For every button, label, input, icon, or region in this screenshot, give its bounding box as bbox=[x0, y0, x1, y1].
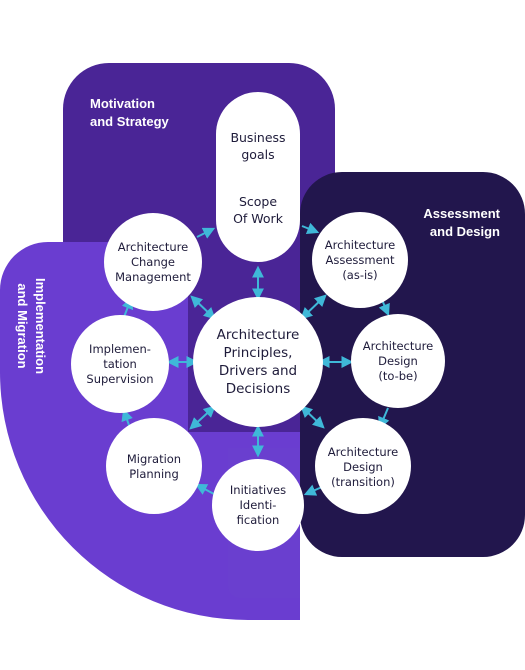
initiatives-label: Initiatives Identi- fication bbox=[229, 482, 287, 527]
assessment-as-is-label: Architecture Assessment (as-is) bbox=[324, 237, 396, 282]
node-design-to-be bbox=[351, 314, 445, 408]
arrow-initiatives-to-migration bbox=[194, 483, 215, 495]
arrow-change-to-scope bbox=[196, 227, 216, 239]
implementation-region-label: Implementation and Migration bbox=[15, 277, 48, 375]
node-design-transition bbox=[315, 418, 411, 514]
node-implementation-supervision bbox=[71, 315, 169, 413]
arrow-center-change bbox=[190, 295, 216, 320]
migration-planning-label: Migration Planning bbox=[126, 452, 182, 481]
nodes bbox=[71, 212, 445, 551]
node-assessment-as-is bbox=[312, 212, 408, 308]
scope-of-work-label: Scope Of Work bbox=[233, 194, 283, 226]
arrows bbox=[121, 222, 390, 496]
arrow-center-assessment bbox=[300, 294, 327, 320]
node-center bbox=[193, 297, 323, 427]
center-label: Architecture Principles, Drivers and Dec… bbox=[216, 327, 300, 397]
motivation-region-label: Motivation and Strategy bbox=[90, 96, 169, 129]
node-change-management bbox=[104, 213, 202, 311]
business-goals-label: Business goals bbox=[230, 130, 286, 162]
arrow-transition-to-initiatives bbox=[303, 484, 323, 496]
node-initiatives bbox=[212, 459, 304, 551]
change-management-label: Architecture Change Management bbox=[115, 239, 191, 284]
node-migration-planning bbox=[106, 418, 202, 514]
design-transition-label: Architecture Design (transition) bbox=[327, 444, 399, 489]
arrow-center-migration bbox=[189, 405, 216, 430]
goals-scope-pill bbox=[216, 92, 300, 262]
assessment-region-label: Assessment and Design bbox=[423, 206, 500, 239]
arrow-scope-to-assessment bbox=[301, 222, 320, 235]
arrow-center-transition bbox=[300, 405, 325, 429]
implementation-supervision-label: Implemen- tation Supervision bbox=[86, 341, 154, 386]
design-to-be-label: Architecture Design (to-be) bbox=[362, 338, 434, 383]
